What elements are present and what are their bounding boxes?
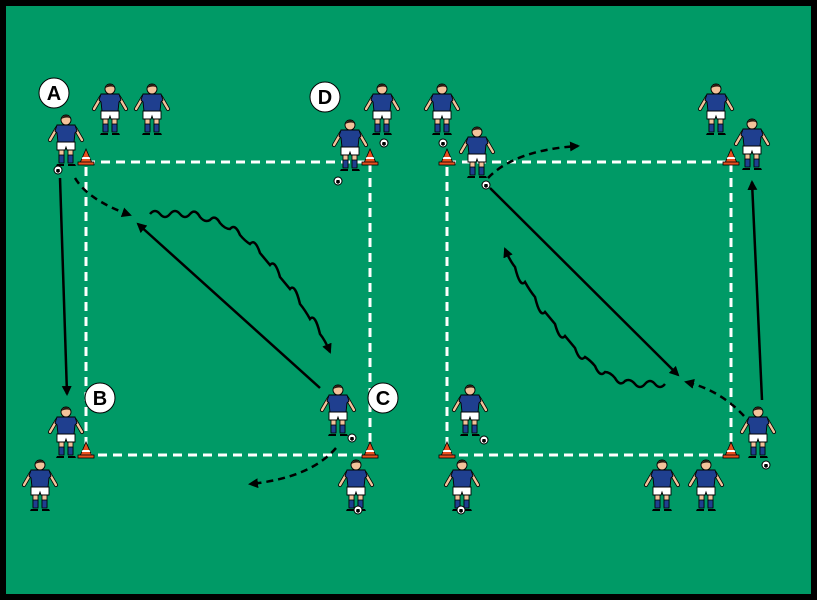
label-c: C (367, 382, 399, 414)
pass-arrow-icon (747, 180, 764, 401)
ball-icon (53, 165, 63, 175)
run-arrow-icon (684, 378, 745, 417)
ball-icon (333, 176, 343, 186)
ball-icon (481, 180, 491, 190)
label-d: D (309, 81, 341, 113)
ball-icon (456, 505, 466, 515)
ball-icon (438, 138, 448, 148)
ball-icon (353, 505, 363, 515)
right-grid (445, 160, 733, 457)
svg-text:C: C (376, 388, 390, 410)
run-arrow-icon (73, 177, 132, 218)
pass-arrow-icon (489, 187, 680, 377)
run-arrow-icon (487, 141, 580, 179)
left-grid (84, 160, 372, 457)
dribble-arrow-icon (149, 209, 332, 354)
pitch (6, 6, 811, 594)
ball-icon (761, 460, 771, 470)
ball-icon (379, 138, 389, 148)
svg-text:A: A (47, 83, 61, 105)
pass-arrow-icon (58, 177, 72, 396)
pass-arrow-icon (136, 222, 321, 389)
dribble-arrow-icon (503, 247, 666, 389)
run-arrow-icon (248, 447, 337, 489)
svg-text:B: B (93, 388, 107, 410)
ball-icon (479, 435, 489, 445)
label-a: A (38, 77, 70, 109)
svg-text:D: D (318, 87, 332, 109)
label-b: B (84, 382, 116, 414)
ball-icon (347, 433, 357, 443)
